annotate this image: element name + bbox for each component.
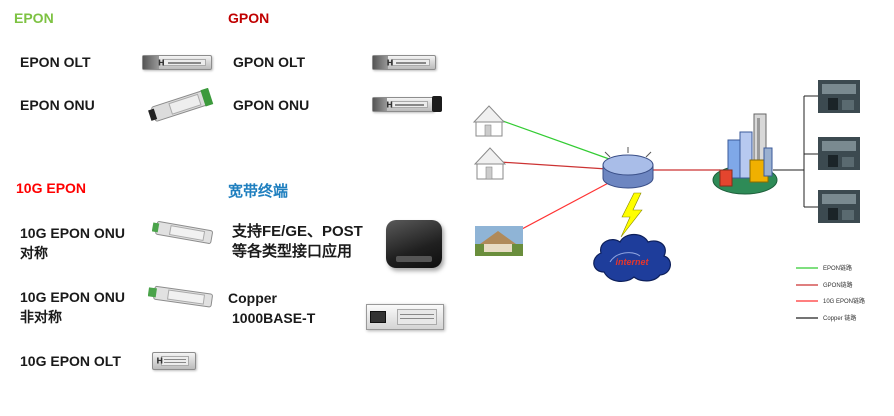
- gpon-olt-module-image: H: [372, 55, 436, 70]
- office-buildings-icon: [712, 113, 778, 195]
- gpon-onu-label: GPON ONU: [233, 97, 310, 113]
- broadband-support-label: 支持FE/GE、POST 等各类型接口应用: [232, 223, 363, 260]
- epon-olt-module-image: H: [142, 55, 212, 70]
- copper-sfp-module-image: [366, 304, 444, 330]
- legend-label: EPON链路: [823, 264, 852, 272]
- legend-label: GPON链路: [823, 281, 853, 289]
- house-icon: [472, 105, 506, 137]
- broadband-terminal-device-image: [386, 220, 442, 268]
- epon-onu-label: EPON ONU: [20, 97, 95, 113]
- internet-cloud-icon: internet: [593, 233, 671, 282]
- internet-cloud-label: internet: [615, 257, 649, 267]
- 10g-epon-onu-asym-label: 10G EPON ONU 非对称: [20, 289, 126, 325]
- surveillance-view-image: [818, 190, 860, 223]
- lightning-bolt-icon: [620, 192, 643, 238]
- 10g-epon-onu-sym-label: 10G EPON ONU 对称: [20, 225, 126, 261]
- 10g-epon-olt-module-image: H: [152, 352, 196, 370]
- 10g-epon-onu-asym-module-image: [147, 284, 216, 310]
- gpon-link-line: [499, 161, 608, 170]
- villa-photo-image: [475, 226, 523, 256]
- 10g-epon-olt-label: 10G EPON OLT: [20, 353, 121, 369]
- house-icon: [473, 147, 507, 180]
- surveillance-view-image: [818, 80, 860, 113]
- legend-label: Copper 链路: [823, 314, 856, 322]
- router-icon: [602, 147, 654, 189]
- 10g-epon-link-line: [506, 179, 615, 238]
- gpon-onu-module-image: H: [372, 97, 434, 112]
- 10g-epon-heading: 10G EPON: [16, 180, 87, 196]
- epon-onu-module-image: [146, 87, 216, 122]
- gpon-olt-label: GPON OLT: [233, 54, 306, 70]
- link-legend: EPON链路 GPON链路 10G EPON链路 Copper 链路: [796, 264, 865, 322]
- surveillance-view-image: [818, 137, 860, 170]
- 10g-epon-onu-sym-module-image: [151, 220, 216, 246]
- gpon-heading: GPON: [228, 10, 270, 26]
- epon-heading: EPON: [14, 10, 54, 26]
- copper-label: Copper 1000BASE-T: [228, 290, 316, 326]
- epon-link-line: [499, 119, 613, 161]
- epon-olt-label: EPON OLT: [20, 54, 91, 70]
- legend-label: 10G EPON链路: [823, 297, 865, 305]
- broadband-terminal-heading: 宽带终端: [228, 183, 289, 200]
- gpon-onu-connector-image: [432, 96, 442, 112]
